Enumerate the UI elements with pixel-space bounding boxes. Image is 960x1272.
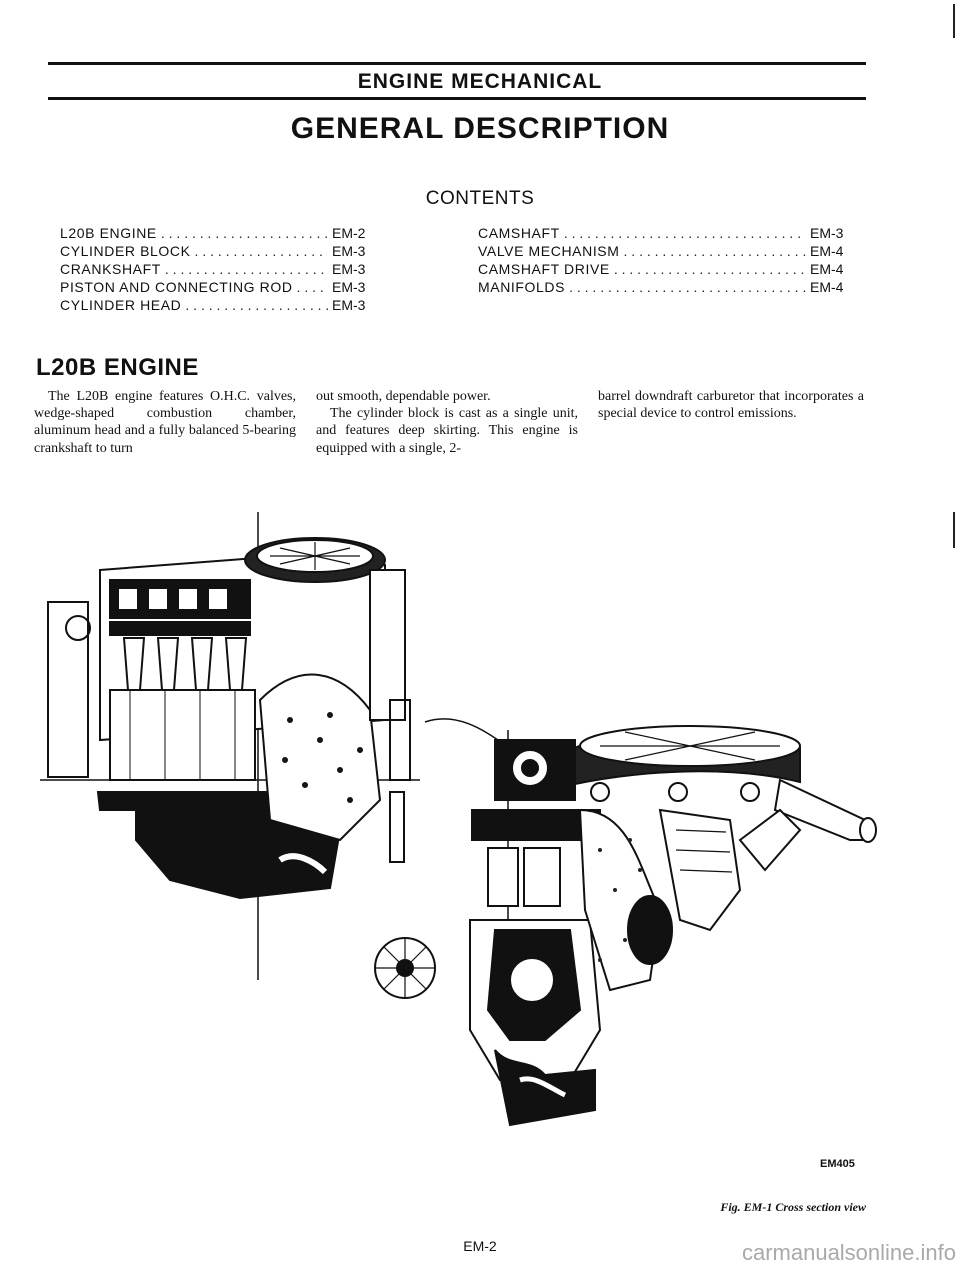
margin-mark (953, 512, 955, 548)
toc-entry[interactable]: CYLINDER HEAD EM-3 (60, 296, 390, 314)
body-paragraph: barrel downdraft carburetor that incorpo… (598, 389, 864, 422)
toc-entry[interactable]: CAMSHAFT DRIVE EM-4 (478, 260, 868, 278)
toc-entry[interactable]: CYLINDER BLOCK EM-3 (60, 242, 390, 260)
toc-entry[interactable]: PISTON AND CONNECTING ROD EM-3 (60, 278, 390, 296)
engine-front-cutaway (374, 718, 877, 1127)
header-rule-bottom (48, 97, 866, 100)
toc-entry-page: EM-4 (810, 261, 844, 277)
toc-entry-label: CAMSHAFT DRIVE (478, 261, 610, 277)
watermark: carmanualsonline.info (741, 1240, 956, 1265)
toc-leader-dots (185, 296, 328, 314)
body-paragraph: out smooth, dependable power. (316, 389, 491, 404)
toc-entry-page: EM-4 (810, 243, 844, 259)
toc-entry-label: CYLINDER HEAD (60, 297, 182, 313)
toc-entry-page: EM-3 (332, 243, 366, 259)
toc-right-column: CAMSHAFT EM-3 VALVE MECHANISM EM-4 CAMSH… (478, 224, 868, 296)
toc-entry-label: CYLINDER BLOCK (60, 243, 191, 259)
toc-entry-label: MANIFOLDS (478, 279, 566, 295)
toc-entry-page: EM-3 (332, 279, 366, 295)
toc-entry-label: L20B ENGINE (60, 225, 157, 241)
body-column-3: barrel downdraft carburetor that incorpo… (598, 388, 864, 422)
toc-entry-page: EM-3 (332, 261, 366, 277)
toc-leader-dots (195, 242, 328, 260)
body-paragraph: The L20B engine features O.H.C. valves, … (34, 389, 296, 456)
toc-leader-dots (614, 260, 806, 278)
body-paragraph: The cylinder block is cast as a single u… (316, 406, 578, 456)
toc-left-column: L20B ENGINE EM-2 CYLINDER BLOCK EM-3 CRA… (60, 224, 390, 314)
toc-leader-dots (564, 224, 806, 242)
toc-entry[interactable]: VALVE MECHANISM EM-4 (478, 242, 868, 260)
toc-entry-label: VALVE MECHANISM (478, 243, 620, 259)
toc-entry-label: CAMSHAFT (478, 225, 560, 241)
toc-entry-page: EM-3 (810, 225, 844, 241)
page-number: EM-2 (463, 1238, 497, 1254)
figure-code: EM405 (820, 1158, 855, 1170)
toc-entry-page: EM-4 (810, 279, 844, 295)
contents-title: CONTENTS (425, 188, 535, 209)
toc-entry[interactable]: CAMSHAFT EM-3 (478, 224, 868, 242)
body-column-1: The L20B engine features O.H.C. valves, … (34, 388, 296, 457)
toc-entry[interactable]: MANIFOLDS EM-4 (478, 278, 868, 296)
toc-entry-label: PISTON AND CONNECTING ROD (60, 279, 293, 295)
margin-mark (953, 4, 955, 38)
page-title: GENERAL DESCRIPTION (290, 112, 670, 145)
toc-leader-dots (161, 224, 328, 242)
section-heading: L20B ENGINE (36, 354, 199, 381)
body-column-2: out smooth, dependable power. The cylind… (316, 388, 578, 457)
header-rule-top (48, 62, 866, 65)
figure-caption: Fig. EM-1 Cross section view (720, 1200, 866, 1214)
engine-cross-section-illustration (40, 512, 877, 1127)
engine-side-cutaway (40, 512, 420, 980)
toc-leader-dots (165, 260, 328, 278)
toc-leader-dots (297, 278, 328, 296)
toc-leader-dots (569, 278, 806, 296)
toc-entry-page: EM-2 (332, 225, 366, 241)
toc-entry-label: CRANKSHAFT (60, 261, 161, 277)
toc-leader-dots (624, 242, 806, 260)
toc-entry-page: EM-3 (332, 297, 366, 313)
section-title: ENGINE MECHANICAL (357, 70, 603, 93)
toc-entry[interactable]: L20B ENGINE EM-2 (60, 224, 390, 242)
toc-entry[interactable]: CRANKSHAFT EM-3 (60, 260, 390, 278)
